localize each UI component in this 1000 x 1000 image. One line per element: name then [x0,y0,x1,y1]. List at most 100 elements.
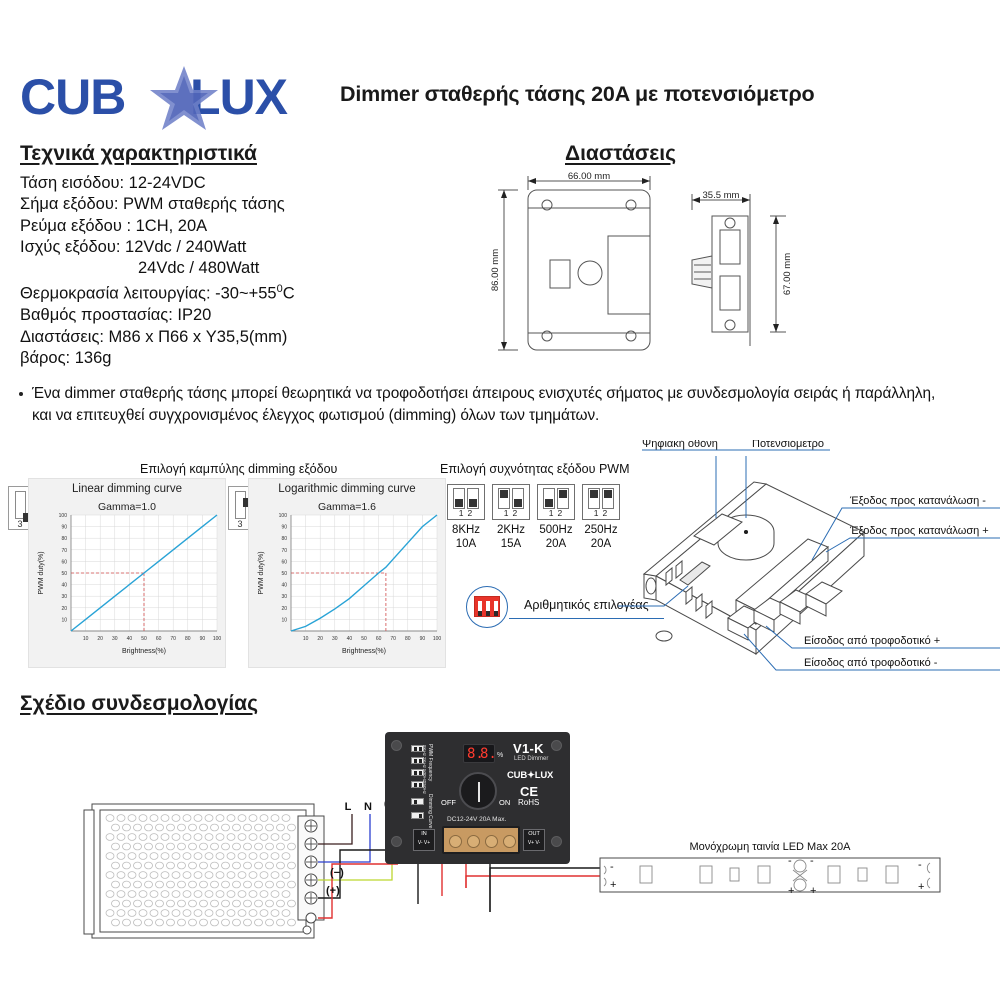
dip-slot-1 [588,488,600,509]
curve-dip-row-2[interactable] [411,812,424,819]
switch-track [15,491,32,522]
callout-input-minus-label: Είσοδος από τροφοδοτικό - [804,657,938,669]
dip-slot-1 [543,488,555,509]
percent-symbol: % [497,752,504,759]
dip-switch-box[interactable]: 12 [537,484,575,520]
spec-row: βάρος: 136g [20,348,112,367]
svg-text:10: 10 [83,636,89,642]
spec-row: Ισχύς εξόδου: 12Vdc / 240Watt [20,237,247,256]
switch-nub [23,513,32,522]
pwm-current-label: 10A [455,538,477,550]
specs-list: Τάση εισόδου: 12-24VDC Σήμα εξόδου: PWM … [20,173,360,369]
svg-text:50: 50 [281,571,287,577]
terminal-screw [449,835,462,848]
svg-text:PWM duty(%): PWM duty(%) [38,551,45,594]
svg-text:70: 70 [390,636,396,642]
pwm-dip-row-3[interactable] [411,769,424,776]
dip-numbers: 12 [593,508,612,518]
dip-nub [469,499,477,507]
spec-row: Ρεύμα εξόδου : 1CH, 20A [20,216,208,235]
svg-text:70: 70 [170,636,176,642]
svg-text:70: 70 [281,548,287,554]
screw-hole [551,836,562,847]
pwm-dip-row-1[interactable] [411,745,424,752]
dimension-depth-label: 35.5 mm [703,190,740,201]
page-title: Dimmer σταθερής τάσης 20A με ποτενσιόμετ… [340,82,815,106]
dip-slot-1 [453,488,465,509]
callout-output-plus-label: Έξοδος προς κατανάλωση + [849,525,989,537]
spec-row: 24Vdc / 480Watt [138,259,260,278]
chart-title: Linear dimming curve [72,483,182,495]
pwm-frequency-options: 12 8KHz 10A 12 2KHz 15A 12 500Hz 20A 12 … [446,484,621,580]
svg-text:30: 30 [332,636,338,642]
spec-row: Τάση εισόδου: 12-24VDC [20,174,206,192]
svg-text:80: 80 [281,536,287,542]
brand-logo: CUBXXLUX [20,66,340,130]
callout-output-minus-label: Έξοδος προς κατανάλωση - [849,495,986,507]
chart-title: Logarithmic dimming curve [278,483,416,495]
pwm-current-label: 20A [590,538,612,550]
terminal-screw [503,835,516,848]
dip-switch-box[interactable]: 12 [447,484,485,520]
switch-number-label: 3 [17,519,23,529]
pwm-option-2khz[interactable]: 12 2KHz 15A [491,484,531,550]
dimmer-device: PWM Frequency Dimming Curve 8KHz 2KHz 50… [385,732,570,864]
dip-numbers: 12 [458,508,477,518]
pwm-frequency-label: 8KHz [451,524,481,536]
svg-text:50: 50 [361,636,367,642]
dimension-height-label: 86.00 mm [490,249,501,291]
dip-slot-2 [557,488,569,509]
svg-text:40: 40 [127,636,133,642]
svg-text:10: 10 [303,636,309,642]
switch-nub [243,498,252,507]
potentiometer-knob[interactable] [459,772,497,810]
digital-display: 8. 8. [463,744,497,763]
dip-slot-2 [602,488,614,509]
pwm-frequency-label: 250Hz [584,524,618,536]
svg-text:+: + [788,885,794,897]
svg-text:20: 20 [317,636,323,642]
pwm-option-500hz[interactable]: 12 500Hz 20A [536,484,576,550]
spec-temp-degree: 0 [276,283,283,296]
svg-text:80: 80 [185,636,191,642]
screw-hole [391,836,402,847]
svg-text:10: 10 [61,617,67,623]
chart-gamma-annotation: Gamma=1.0 [97,501,157,513]
pwm-frequency-caption: Επιλογή συχνότητας εξόδου PWM [440,462,630,476]
pwm-dip-row-2[interactable] [411,757,424,764]
display-digit: 8. [480,746,497,762]
display-digit: 8. [467,746,484,762]
svg-text:100: 100 [433,636,442,642]
dip-switch-box[interactable]: 12 [582,484,620,520]
dip-numbers: 12 [548,508,567,518]
numeric-selector-callout: Αριθμητικός επιλογέας [466,586,666,628]
dip-switch-box[interactable]: 12 [492,484,530,520]
curve-dip-row-1[interactable] [411,798,424,805]
svg-text:+: + [810,885,816,897]
switch-track [235,491,252,519]
dimension-width-label: 66.00 mm [568,171,610,182]
device-brand: CUB✦LUX [507,770,554,781]
chart-gamma-annotation: Gamma=1.6 [317,501,377,513]
svg-text:10: 10 [281,617,287,623]
minus-label: (−) [330,867,344,879]
pwm-option-250hz[interactable]: 12 250Hz 20A [581,484,621,550]
svg-text:40: 40 [347,636,353,642]
svg-text:-: - [610,861,614,873]
svg-text:-: - [918,859,922,871]
svg-text:30: 30 [112,636,118,642]
model-subtitle: LED Dimmer [514,756,549,762]
callout-display-label: Ψηφιακή οθόνη [642,440,718,450]
dip-slot-1 [498,488,510,509]
dimension-side-height-label: 67.00 mm [782,253,793,295]
svg-text:100: 100 [279,513,288,519]
svg-text:30: 30 [61,594,67,600]
pwm-option-8khz[interactable]: 12 8KHz 10A [446,484,486,550]
numeric-selector-label: Αριθμητικός επιλογέας [524,598,649,612]
svg-text:60: 60 [61,559,67,565]
svg-text:70: 70 [61,548,67,554]
pwm-dip-row-4[interactable] [411,781,424,788]
dip-nub [559,490,567,498]
spec-temp-text: Θερμοκρασία λειτουργίας: -30~+55 [20,284,277,303]
in-polarity: V- V+ [417,840,431,846]
